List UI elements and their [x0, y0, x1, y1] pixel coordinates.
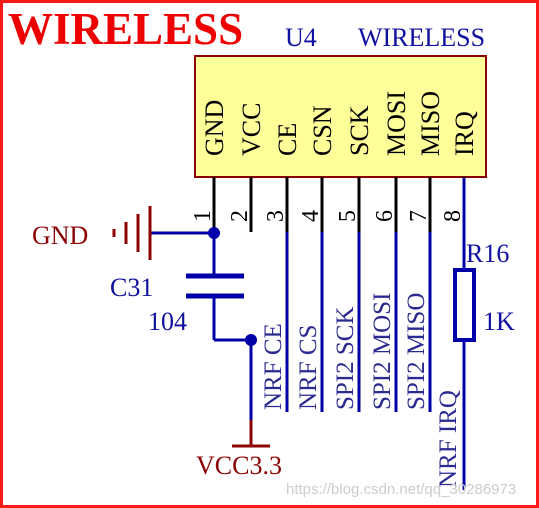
resistor-ref: R16	[466, 239, 509, 268]
cap-ref: C31	[110, 273, 153, 302]
watermark: https://blog.csdn.net/qq_30286973	[286, 481, 516, 498]
component-value: WIRELESS	[358, 23, 485, 52]
pin-label-sck: SCK	[345, 105, 374, 156]
component-ref: U4	[285, 23, 317, 52]
gnd-label: GND	[32, 221, 88, 250]
pin-label-ce: CE	[273, 123, 302, 156]
pin-group	[212, 177, 466, 232]
r16-body	[453, 268, 476, 342]
vcc-label: VCC3.3	[196, 451, 282, 480]
junction-gnd	[208, 227, 220, 239]
net-label-nrf-cs: NRF CS	[295, 325, 322, 410]
pin-label-vcc: VCC	[237, 103, 266, 156]
pin-number-4: 4	[298, 210, 324, 222]
net-label-nrf-irq: NRF IRQ	[435, 390, 462, 488]
net-label-nrf-ce: NRF CE	[260, 323, 287, 410]
net-label-spi2-mosi: SPI2 MOSI	[369, 293, 396, 410]
resistor-value: 1K	[483, 307, 515, 336]
pin-number-3: 3	[263, 210, 289, 222]
pin-number-1: 1	[190, 210, 216, 222]
net-label-spi2-sck: SPI2 SCK	[332, 306, 359, 410]
net-label-spi2-miso: SPI2 MISO	[403, 293, 430, 410]
pin-label-gnd: GND	[200, 100, 229, 156]
net-wire-group	[285, 232, 432, 412]
chip-body	[194, 55, 487, 178]
pin-number-5: 5	[335, 210, 361, 222]
pin-label-mosi: MOSI	[382, 91, 411, 156]
sheet-title: WIRELESS	[8, 4, 243, 54]
pin-number-7: 7	[406, 210, 432, 222]
pin-number-8: 8	[440, 210, 466, 222]
pin-label-csn: CSN	[308, 105, 337, 156]
cap-value: 104	[148, 307, 187, 336]
pin-label-miso: MISO	[416, 91, 445, 156]
pin-label-irq: IRQ	[450, 111, 479, 156]
net-label-group: NRF CE NRF CS SPI2 SCK SPI2 MOSI SPI2 MISONR…	[260, 293, 462, 488]
pin-number-2: 2	[227, 210, 253, 222]
pin-number-6: 6	[372, 210, 398, 222]
